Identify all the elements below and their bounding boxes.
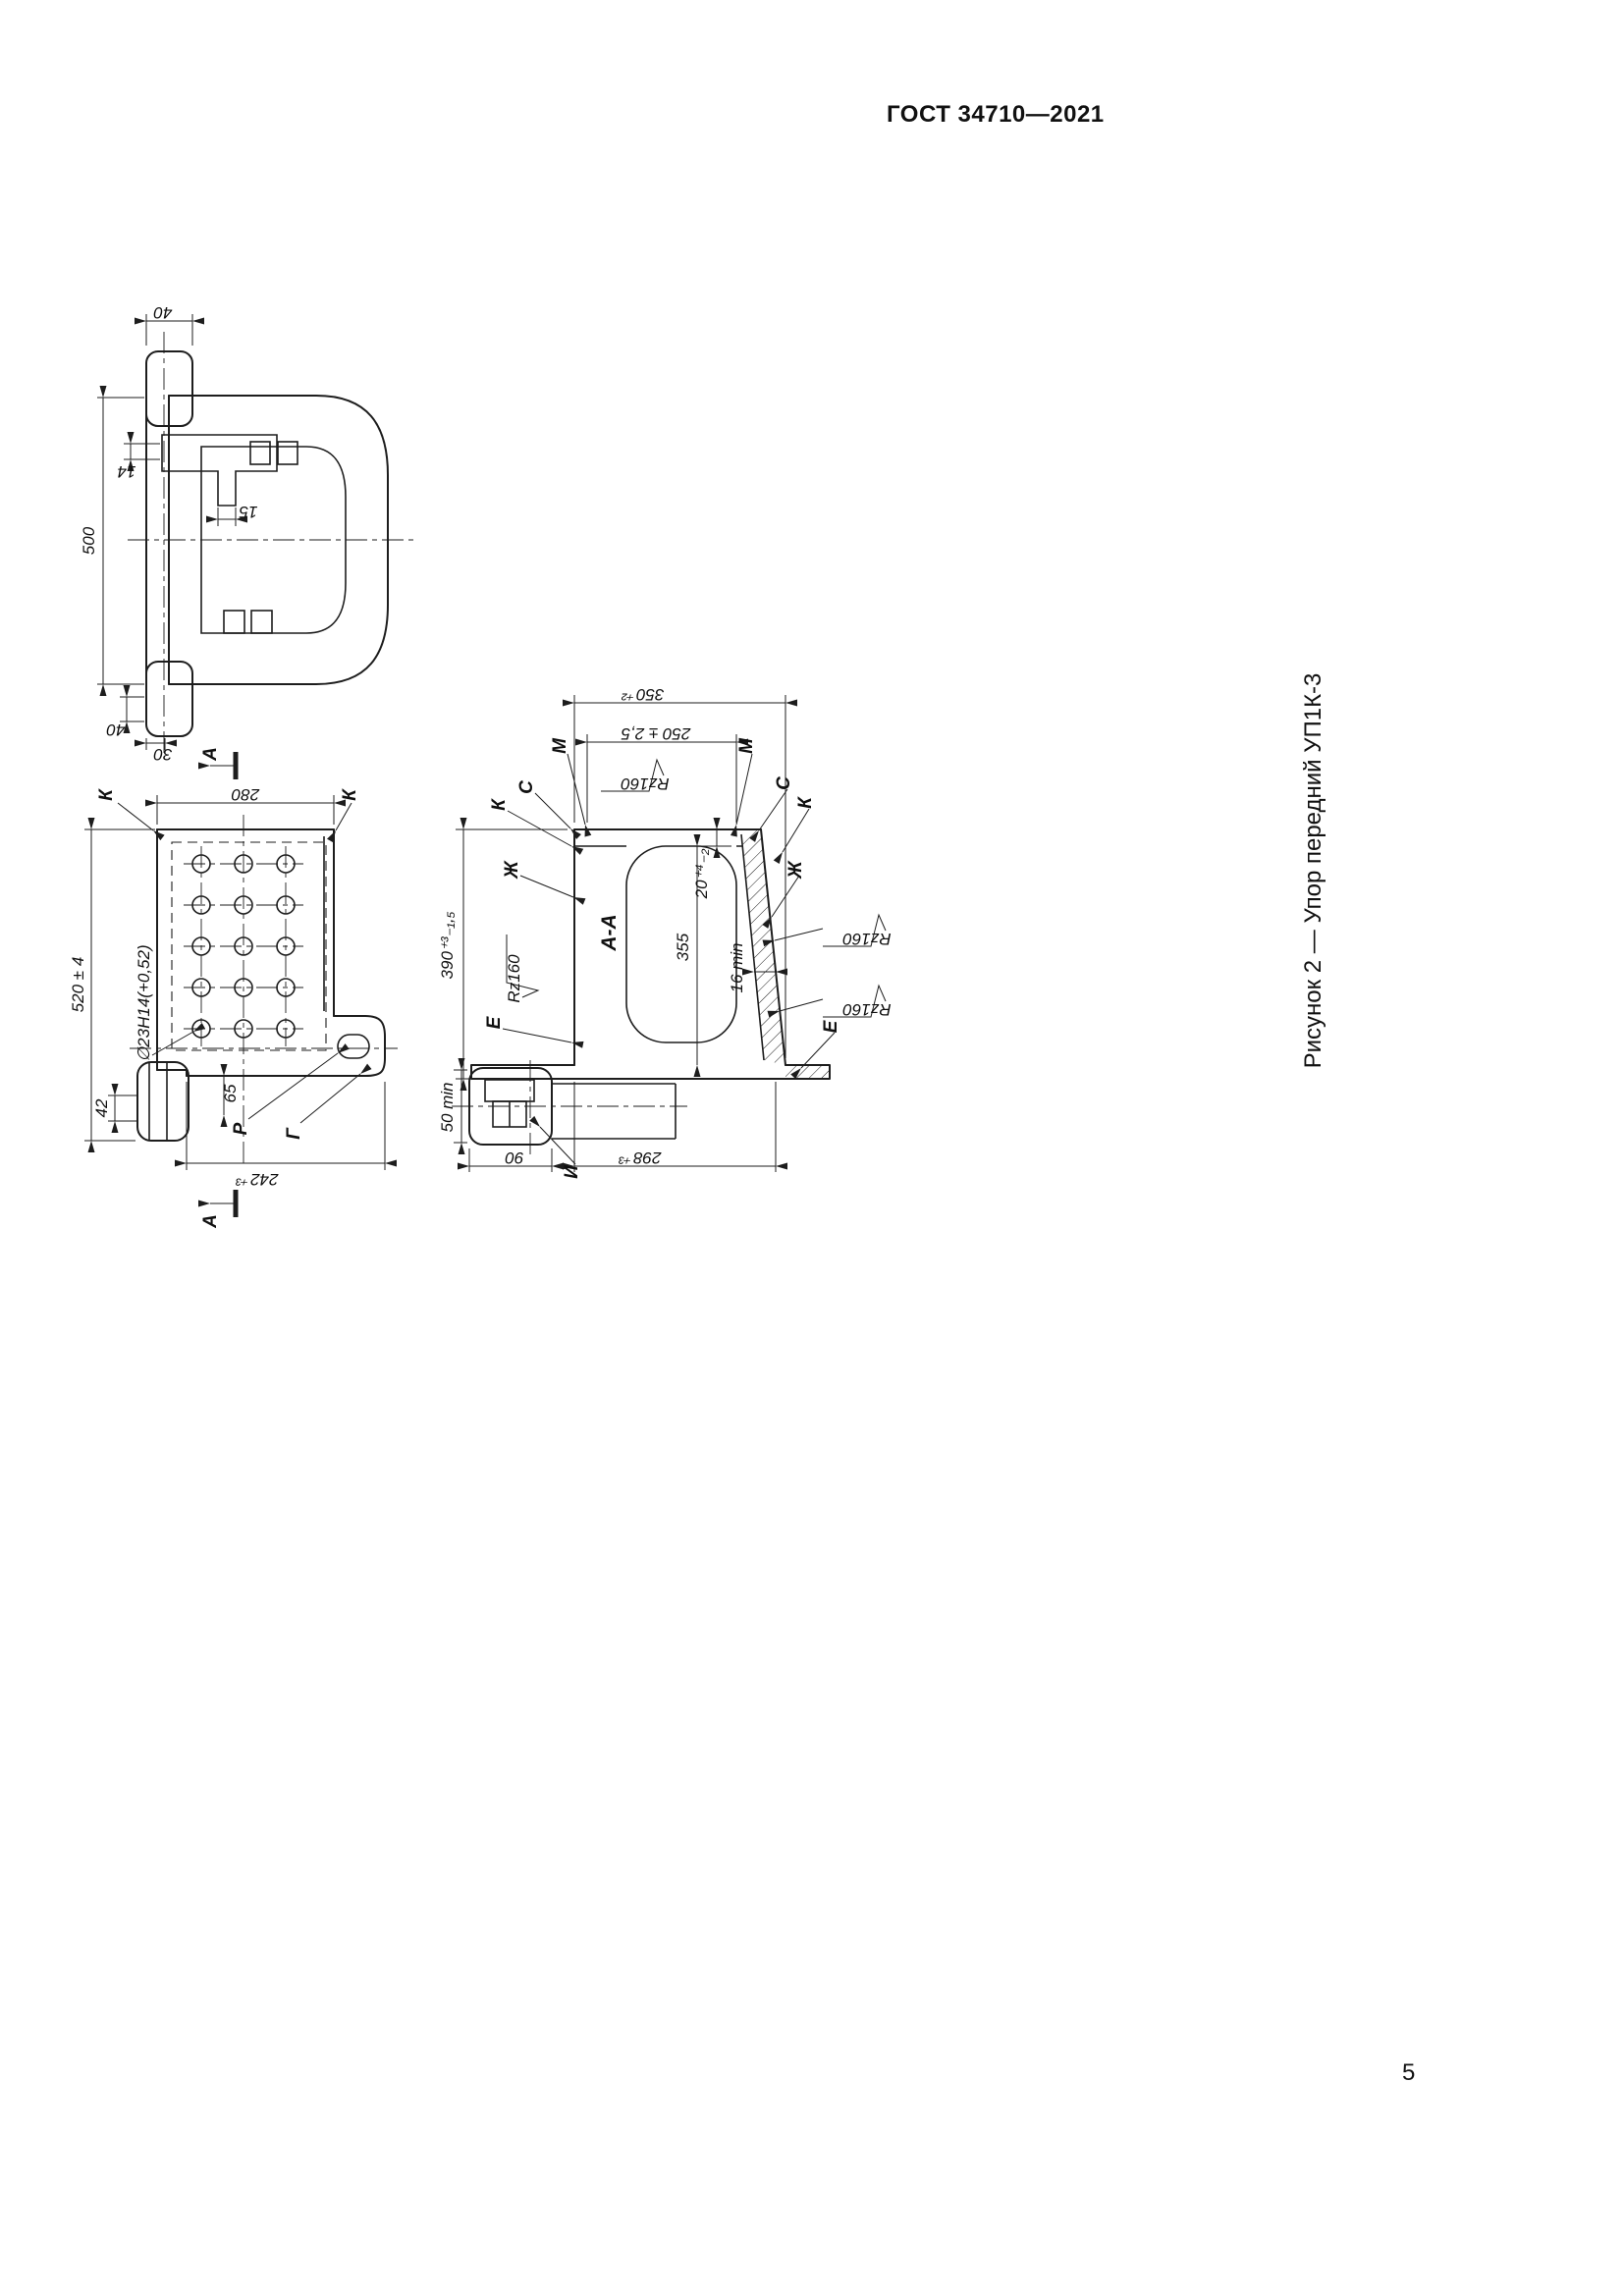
roughness-value: Rz160 xyxy=(621,774,670,793)
bottom-tab xyxy=(136,1061,189,1142)
bracket-detail xyxy=(484,1079,535,1102)
dim-14: 14 xyxy=(118,462,136,481)
surface-label-e-right: Е xyxy=(821,1019,841,1033)
section-view-outlines xyxy=(452,828,831,1156)
dim-242: 242⁺³ xyxy=(235,1170,279,1189)
side-view-outlines xyxy=(128,332,417,758)
section-surface-labels: М М С С К К Ж Ж Е Е И xyxy=(484,737,841,1179)
bolt-holes xyxy=(191,854,296,1039)
section-label-a-bottom: А xyxy=(200,1214,221,1229)
dim-298: 298⁺³ xyxy=(618,1148,662,1167)
slot-detail xyxy=(277,441,298,465)
dim-16-min: 16 min xyxy=(728,942,746,992)
slot-detail xyxy=(223,610,245,634)
section-hatch-flange xyxy=(785,1065,830,1079)
surface-label-zh-left: Ж xyxy=(502,860,522,880)
bracket-arm xyxy=(552,1083,677,1140)
wall-inner-face xyxy=(740,833,765,1061)
hidden-contour xyxy=(171,841,327,1051)
t-slot xyxy=(161,434,278,507)
document-header: ГОСТ 34710—2021 xyxy=(887,101,1105,128)
body-inner-contour xyxy=(200,446,347,634)
dim-520: 520 ± 4 xyxy=(69,957,87,1013)
page-number: 5 xyxy=(1402,2059,1416,2086)
dim-hole-diameter: ∅23Н14(+0,52) xyxy=(135,944,153,1061)
section-title: А-А xyxy=(598,914,621,951)
dim-40-top: 40 xyxy=(153,303,172,322)
roughness-value: Rz160 xyxy=(842,930,892,948)
section-label-a-top: А xyxy=(200,747,221,762)
dim-65: 65 xyxy=(221,1084,240,1102)
bottom-tab-detail xyxy=(148,1062,168,1141)
dim-15: 15 xyxy=(239,503,257,521)
plan-view-dimensions: 280 520 ± 4 42 65 242⁺³ ∅23Н14(+0,52) К … xyxy=(69,747,397,1229)
dim-50-min: 50 min xyxy=(438,1082,457,1132)
roughness-mark-left: Rz160 xyxy=(505,934,540,1003)
roughness-value: Rz160 xyxy=(842,1000,892,1019)
slot-detail xyxy=(249,441,271,465)
plate-bottom-edge xyxy=(156,1069,188,1077)
surface-label-s-left: С xyxy=(516,780,537,794)
surface-label-i: И xyxy=(562,1165,582,1179)
surface-label-e-left: Е xyxy=(484,1015,505,1029)
dim-280: 280 xyxy=(231,785,260,804)
plan-view: 280 520 ± 4 42 65 242⁺³ ∅23Н14(+0,52) К … xyxy=(69,747,398,1229)
section-view: А-А 350⁺² 250 ± 2,5 390⁺³₋₁,₅ 355 20⁺⁴₋₂… xyxy=(438,685,892,1179)
dim-90: 90 xyxy=(505,1148,523,1167)
dim-250: 250 ± 2,5 xyxy=(621,724,691,743)
roughness-marks: Rz160 Rz160 Rz160 Rz160 xyxy=(505,758,892,1019)
surface-label-k-left: К xyxy=(96,788,117,801)
surface-label-m-right: М xyxy=(736,737,757,754)
side-view-dimensions: 40 500 14 15 40 30 xyxy=(80,303,257,764)
slot-detail xyxy=(250,610,273,634)
dim-500: 500 xyxy=(80,526,98,555)
surface-label-k-left: К xyxy=(489,798,510,811)
plan-view-outlines xyxy=(130,815,398,1163)
roughness-mark-right-lower: Rz160 xyxy=(823,984,892,1019)
dim-42: 42 xyxy=(92,1098,111,1117)
section-view-dimensions: А-А 350⁺² 250 ± 2,5 390⁺³₋₁,₅ 355 20⁺⁴₋₂… xyxy=(438,685,797,1172)
roughness-mark-top: Rz160 xyxy=(601,758,670,793)
surface-label-k-right: К xyxy=(795,796,816,809)
surface-label-g: Г xyxy=(284,1127,304,1140)
side-view: 40 500 14 15 40 30 xyxy=(80,303,417,764)
dim-40-bottom: 40 xyxy=(106,721,125,739)
surface-label-p: Р xyxy=(231,1122,251,1135)
dim-30: 30 xyxy=(153,745,172,764)
inner-cavity xyxy=(625,845,737,1043)
roughness-value: Rz160 xyxy=(505,954,523,1003)
surface-label-k-right: К xyxy=(340,788,360,801)
surface-label-s-right: С xyxy=(774,776,794,790)
dim-350: 350⁺² xyxy=(621,685,664,704)
base-plate xyxy=(470,1064,831,1080)
section-hatch-wall xyxy=(741,829,785,1065)
wall-outer-face xyxy=(760,828,786,1066)
surface-label-zh-right: Ж xyxy=(785,860,806,880)
foot-slot xyxy=(337,1034,370,1059)
dim-390: 390⁺³₋₁,₅ xyxy=(438,911,457,979)
dim-355: 355 xyxy=(674,933,692,961)
dim-20: 20⁺⁴₋₂ xyxy=(692,848,711,899)
surface-label-m-left: М xyxy=(550,737,570,754)
roughness-mark-right-upper: Rz160 xyxy=(823,913,892,948)
foot-outline xyxy=(186,1015,386,1077)
